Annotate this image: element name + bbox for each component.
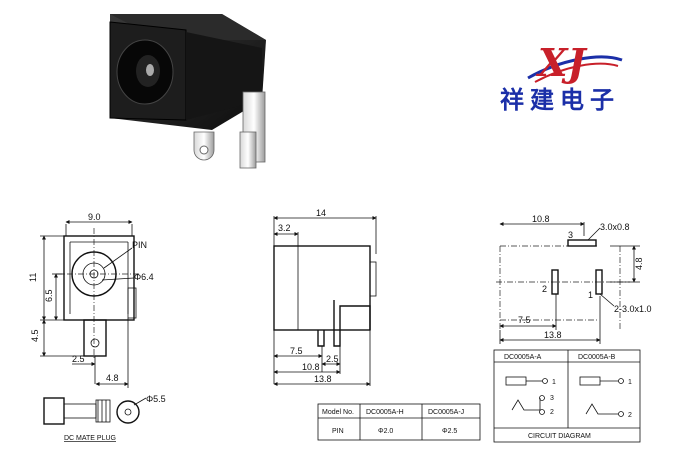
- model-table: Model No. DC0005A-H DC0005A-J PIN Φ2.0 Φ…: [317, 403, 481, 441]
- hole-diameter-label: Φ6.4: [134, 272, 154, 282]
- pcb-w1-label: 10.8: [532, 214, 550, 224]
- side-top-label: 3.2: [278, 223, 291, 233]
- table-cell-j: Φ2.5: [442, 428, 457, 435]
- circuit-b-node-2: 2: [628, 412, 632, 419]
- logo-letters: XJ: [536, 40, 588, 85]
- pin-offset-label: 2.5: [72, 354, 85, 364]
- side-depth-label: 14: [316, 208, 326, 218]
- pin-spacing-label: 4.8: [106, 373, 119, 383]
- table-header-model: Model No.: [322, 409, 354, 416]
- side-d3-label: 10.8: [302, 362, 320, 372]
- connector-photo: [109, 14, 266, 169]
- front-height-label: 11: [28, 273, 38, 282]
- circuit-a-node-2: 2: [550, 409, 554, 416]
- front-view-drawing: 9.0 11 6.5 4.5 PIN Φ6.4 2.5 4.8: [28, 212, 154, 388]
- pin-label: PIN: [132, 240, 147, 250]
- plug-diameter-label: Φ5.5: [146, 394, 166, 404]
- table-header-h: DC0005A-H: [366, 409, 404, 416]
- pin-1-label: 1: [588, 290, 593, 300]
- front-mid-label: 6.5: [44, 289, 54, 302]
- side-d4-label: 13.8: [314, 374, 332, 384]
- slot-2-label: 2-3.0x1.0: [614, 304, 652, 314]
- circuit-b-node-1: 1: [628, 379, 632, 386]
- circuit-a-node-3: 3: [550, 395, 554, 402]
- front-width-label: 9.0: [88, 212, 101, 222]
- circuit-caption: CIRCUIT DIAGRAM: [528, 433, 591, 440]
- pin-2-label: 2: [542, 284, 547, 294]
- circuit-diagram: DC0005A-A DC0005A-B 1 3 2 1 2 CIRCUIT DI…: [493, 349, 641, 443]
- plug-caption: DC MATE PLUG: [64, 435, 116, 442]
- pcb-h1-label: 4.8: [634, 257, 644, 270]
- pin-3-label: 3: [568, 230, 573, 240]
- side-d2-label: 2.5: [326, 354, 339, 364]
- dc-mate-plug-drawing: Φ5.5 DC MATE PLUG: [43, 394, 166, 442]
- brand-name: 祥建电子: [500, 85, 620, 114]
- side-d1-label: 7.5: [290, 346, 303, 356]
- front-lower-label: 4.5: [30, 329, 40, 342]
- circuit-col-b: DC0005A-B: [578, 354, 616, 361]
- circuit-a-node-1: 1: [552, 379, 556, 386]
- pcb-w2-label: 7.5: [518, 315, 531, 325]
- pcb-layout-drawing: 10.8 3 3.0x0.8 2 1 2-3.0x1.0 4.8 7.5 13.…: [496, 214, 652, 344]
- brand-logo: XJ 祥建电子: [500, 40, 623, 114]
- pcb-w3-label: 13.8: [544, 330, 562, 340]
- table-cell-h: Φ2.0: [378, 428, 393, 435]
- slot-1-label: 3.0x0.8: [600, 222, 630, 232]
- circuit-col-a: DC0005A-A: [504, 354, 542, 361]
- side-view-drawing: 14 3.2 7.5 2.5 10.8 13.8: [273, 208, 377, 386]
- table-header-j: DC0005A-J: [428, 409, 464, 416]
- table-cell-pin: PIN: [332, 428, 344, 435]
